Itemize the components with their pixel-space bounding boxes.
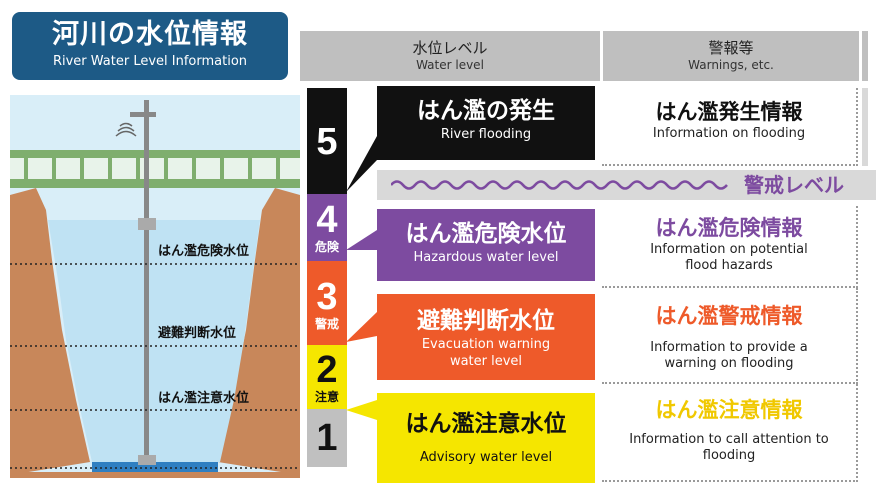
warning-level-2-jp: はん濫注意情報: [655, 398, 803, 422]
warnings-header: 警報等 Warnings, etc.: [603, 31, 859, 81]
left-bank: [10, 188, 90, 475]
alert-level-banner: 警戒レベル: [377, 170, 876, 200]
river-water: [48, 220, 260, 462]
level-2-box: はん濫注意水位 Advisory water level: [377, 393, 595, 483]
level-5-number: 5: [316, 121, 338, 163]
level-1-number: 1: [316, 417, 338, 459]
water-level-header-en: Water level: [416, 58, 484, 72]
advisory-level-label: はん濫注意水位: [158, 391, 250, 406]
evacuation-level-label: 避難判断水位: [158, 326, 237, 341]
riverbed-water: [92, 462, 218, 472]
sensor-icon: [115, 122, 137, 137]
warning-level-5-en: Information on flooding: [652, 126, 806, 141]
warning-level-4-jp: はん濫危険情報: [655, 216, 803, 240]
level-5-box: はん濫の発生 River flooding: [377, 86, 595, 160]
warnings-header-en: Warnings, etc.: [688, 58, 774, 72]
warning-level-5: はん濫発生情報 Information on flooding: [602, 88, 858, 166]
level-5-box-en: River flooding: [440, 127, 532, 142]
hazard-level-label: はん濫危険水位: [158, 244, 250, 259]
wavy-line: [391, 180, 728, 190]
level-3-box-en: Evacuation warning water level: [421, 337, 551, 369]
level-2-box-en: Advisory water level: [419, 450, 553, 465]
level-5-marker: 5: [307, 88, 347, 194]
header-edge: [862, 31, 868, 81]
level-4-box-en: Hazardous water level: [413, 250, 559, 265]
level-5-box-jp: はん濫の発生: [417, 98, 555, 124]
level-1-marker: 1: [307, 409, 347, 467]
level-4-sub: 危険: [314, 240, 339, 254]
water-gauge-pole: [130, 100, 156, 465]
right-bank: [218, 188, 300, 475]
level-3-sub: 警戒: [314, 317, 339, 331]
warning-level-2-en: Information to call attention to floodin…: [629, 432, 829, 463]
level-4-box: はん濫危険水位 Hazardous water level: [377, 209, 595, 281]
warning-level-3-en: Information to provide a warning on floo…: [650, 340, 808, 371]
pointer-arrows: [346, 136, 377, 420]
level-2-sub: 注意: [314, 390, 339, 404]
title-badge: 河川の水位情報 River Water Level Information: [12, 12, 288, 80]
warning-level-4: はん濫危険情報 Information on potential flood h…: [602, 206, 858, 288]
warning-level-5-jp: はん濫発生情報: [655, 100, 803, 124]
level-4-number: 4: [316, 199, 338, 241]
alert-level-text: 警戒レベル: [744, 173, 844, 197]
level-3-marker: 3 警戒: [307, 261, 347, 345]
level-3-number: 3: [316, 276, 338, 318]
water-level-header-jp: 水位レベル: [412, 39, 488, 57]
level-4-box-jp: はん濫危険水位: [405, 221, 567, 247]
title-japanese: 河川の水位情報: [52, 19, 248, 50]
warning-level-3-jp: はん濫警戒情報: [655, 304, 803, 328]
right-edge-strip: [862, 88, 868, 166]
level-2-box-jp: はん濫注意水位: [405, 411, 567, 437]
level-2-number: 2: [316, 349, 338, 391]
water-level-lines: [10, 263, 300, 469]
warning-level-3: はん濫警戒情報 Information to provide a warning…: [602, 288, 858, 384]
level-3-box-jp: 避難判断水位: [417, 308, 555, 334]
bridge: [10, 150, 300, 188]
warning-level-2: はん濫注意情報 Information to call attention to…: [602, 384, 858, 482]
level-2-marker: 2 注意: [307, 345, 347, 409]
warnings-header-jp: 警報等: [708, 39, 754, 57]
level-4-marker: 4 危険: [307, 194, 347, 261]
level-3-box: 避難判断水位 Evacuation warning water level: [377, 294, 595, 380]
warning-level-4-en: Information on potential flood hazards: [650, 242, 808, 273]
title-english: River Water Level Information: [52, 54, 248, 69]
water-level-header: 水位レベル Water level: [300, 31, 600, 81]
